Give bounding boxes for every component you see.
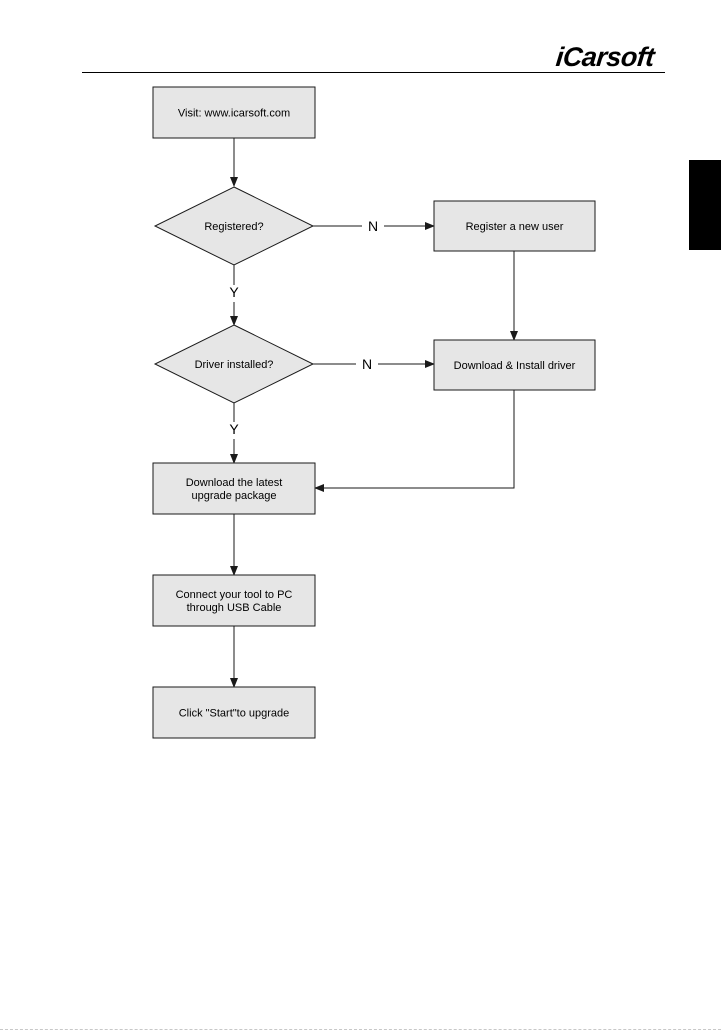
node-label: Visit: www.icarsoft.com [178, 108, 290, 120]
edge-registered-to-driver_installed: Y [223, 265, 245, 325]
node-register-user: Register a new user [434, 201, 595, 251]
edge-label: Y [229, 284, 239, 300]
edge-label: Y [229, 421, 239, 437]
node-label: Click "Start"to upgrade [179, 708, 290, 720]
node-install-driver: Download & Install driver [434, 340, 595, 390]
node-label: Download the latest [186, 477, 283, 489]
node-label: Download & Install driver [454, 360, 576, 372]
node-label: Registered? [204, 221, 263, 233]
node-label: upgrade package [191, 490, 276, 502]
node-label: Register a new user [466, 221, 564, 233]
edge-label: N [362, 356, 372, 372]
node-driver-installed: Driver installed? [155, 325, 313, 403]
node-label: Connect your tool to PC [176, 589, 293, 601]
edge-driver_installed-to-install_driver: N [313, 356, 434, 374]
node-visit: Visit: www.icarsoft.com [153, 87, 315, 138]
edge-install_driver-to-download_package [315, 390, 514, 488]
edge-line [315, 390, 514, 488]
edge-label: N [368, 218, 378, 234]
node-registered: Registered? [155, 187, 313, 265]
node-label: Driver installed? [195, 359, 274, 371]
node-click-start: Click "Start"to upgrade [153, 687, 315, 738]
node-label: through USB Cable [187, 602, 282, 614]
edge-registered-to-register_user: N [313, 218, 434, 236]
edge-driver_installed-to-download_package: Y [223, 403, 245, 463]
